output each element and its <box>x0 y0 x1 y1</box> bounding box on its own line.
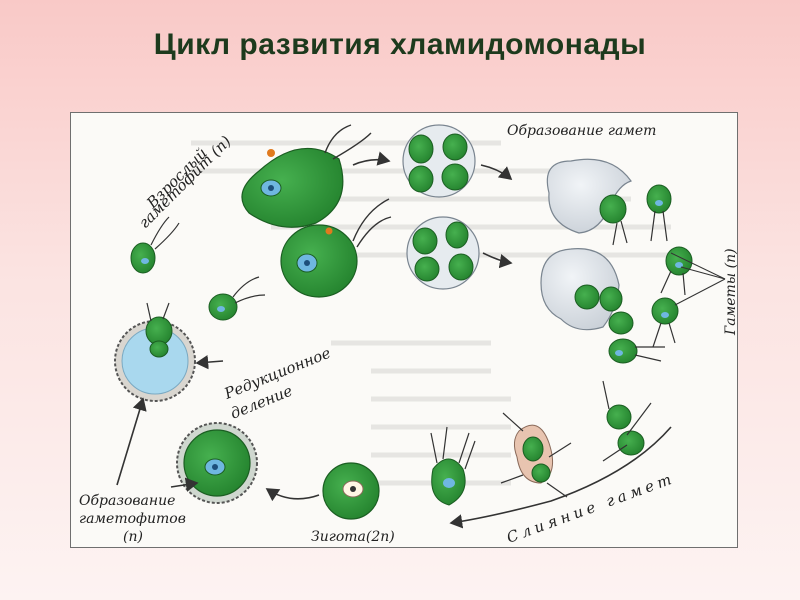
life-cycle-diagram: Взрослый гаметофит (п) Образование гамет… <box>70 112 738 548</box>
gamete-1 <box>646 184 672 242</box>
adult-gametophyte-cell <box>241 124 372 228</box>
arrow-zygote-to-thickwall <box>265 488 320 502</box>
fusing-gametes-1 <box>602 380 652 462</box>
label-zygote: Зигота(2п) <box>311 529 395 545</box>
fused-gametes <box>430 426 476 506</box>
small-gamete-cell <box>130 216 180 274</box>
arrow-fusion <box>449 426 672 529</box>
releasing-sporangium-1 <box>546 158 632 246</box>
sporangium-2 <box>406 216 480 290</box>
label-gamete-formation: Образование гамет <box>507 123 656 139</box>
young-gametophyte-cell <box>208 276 266 321</box>
germinating-zygote <box>114 302 196 402</box>
gametes-pointer-lines <box>670 252 726 306</box>
gamete-3 <box>651 297 679 348</box>
fusing-gametes-2 <box>500 412 572 498</box>
label-gametes: Гаметы (п) <box>723 248 737 336</box>
label-adult-line2: гаметофит (п) <box>135 132 235 232</box>
zygote-cell <box>322 462 380 520</box>
gamete-4 <box>608 338 665 364</box>
arrow-adult-to-sporangium <box>352 151 391 166</box>
arrow-formation-to-thickwall <box>170 477 199 492</box>
arrow-sporangium1-to-release <box>480 164 513 181</box>
arrow-sporangium2-to-release <box>482 252 513 269</box>
arrow-reduction-pointer <box>195 354 224 370</box>
slide-title: Цикл развития хламидомонады <box>153 28 647 61</box>
thick-walled-zygote <box>176 422 258 504</box>
label-gametophyte-formation-line3: (п) <box>123 529 143 545</box>
sporangium-1 <box>402 124 476 198</box>
releasing-sporangium-2 <box>540 248 634 335</box>
arrow-formation-to-germinating <box>116 397 147 486</box>
label-gametophyte-formation-line1: Образование <box>79 493 175 509</box>
cycle-arrows <box>116 151 672 529</box>
gametophyte-cell-2 <box>280 198 392 298</box>
label-gametophyte-formation-line2: гаметофитов <box>79 511 186 527</box>
